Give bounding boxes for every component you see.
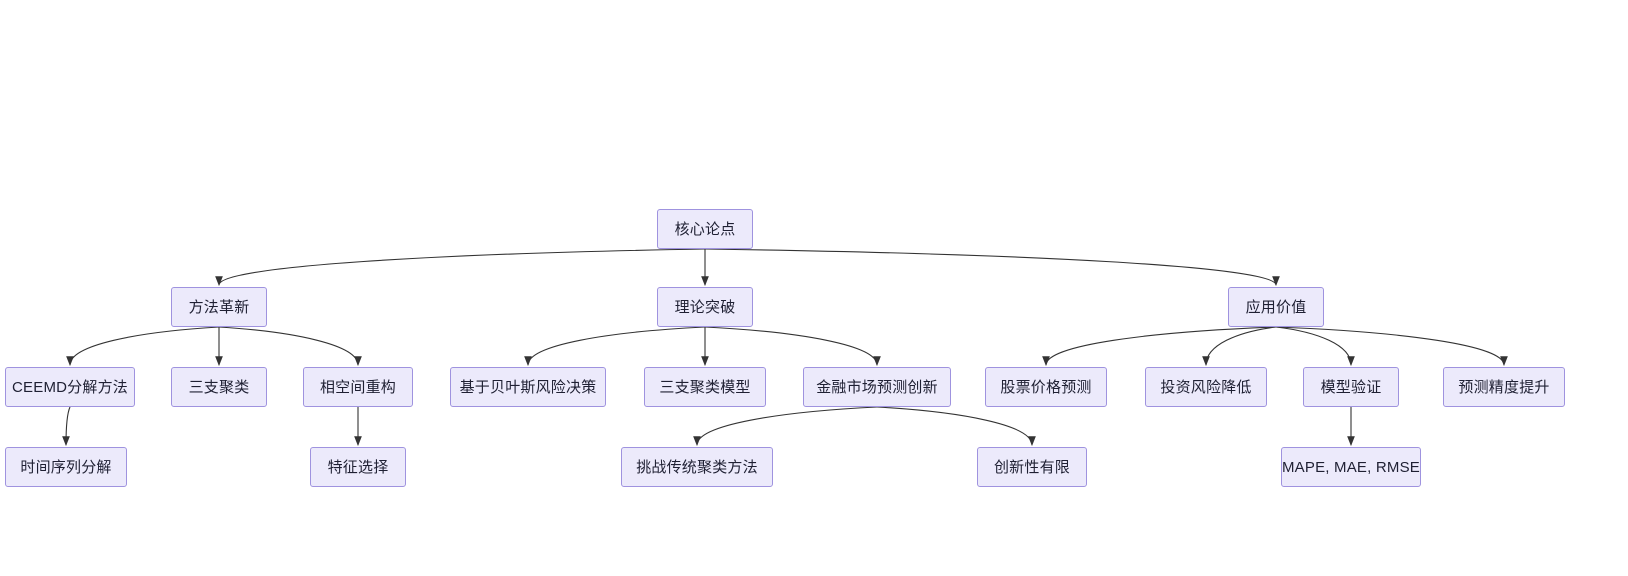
node-label: 股票价格预测 — [1000, 378, 1092, 396]
node-l2f[interactable]: 金融市场预测创新 — [803, 367, 951, 407]
node-l3a[interactable]: 时间序列分解 — [5, 447, 127, 487]
edge-l1a-to-l2c — [218, 326, 362, 367]
node-l1b[interactable]: 理论突破 — [657, 287, 753, 327]
node-label: 金融市场预测创新 — [816, 378, 938, 396]
node-l2g[interactable]: 股票价格预测 — [985, 367, 1107, 407]
node-label: 投资风险降低 — [1160, 378, 1252, 396]
node-label: 理论突破 — [674, 298, 736, 316]
edge-l2f-to-l3c — [693, 406, 878, 447]
node-label: 三支聚类模型 — [659, 378, 751, 396]
node-label: 模型验证 — [1320, 378, 1382, 396]
node-l3b[interactable]: 特征选择 — [310, 447, 406, 487]
node-l2e[interactable]: 三支聚类模型 — [644, 367, 766, 407]
edge-l1c-to-l2g — [1042, 326, 1277, 367]
node-label: CEEMD分解方法 — [12, 378, 128, 396]
node-label: 相空间重构 — [319, 378, 396, 396]
node-label: 应用价值 — [1245, 298, 1307, 316]
node-l2i[interactable]: 模型验证 — [1303, 367, 1399, 407]
node-label: 三支聚类 — [188, 378, 250, 396]
node-l1c[interactable]: 应用价值 — [1228, 287, 1324, 327]
node-l2h[interactable]: 投资风险降低 — [1145, 367, 1267, 407]
edge-root-to-l1c — [704, 248, 1280, 287]
node-l2b[interactable]: 三支聚类 — [171, 367, 267, 407]
node-label: 创新性有限 — [993, 458, 1070, 476]
node-l2j[interactable]: 预测精度提升 — [1443, 367, 1565, 407]
node-root[interactable]: 核心论点 — [657, 209, 753, 249]
node-label: 挑战传统聚类方法 — [636, 458, 758, 476]
edge-l1c-to-l2i — [1275, 326, 1355, 367]
node-l2c[interactable]: 相空间重构 — [303, 367, 413, 407]
node-l2a[interactable]: CEEMD分解方法 — [5, 367, 135, 407]
edge-l1b-to-l2d — [524, 326, 706, 367]
node-label: 时间序列分解 — [20, 458, 112, 476]
node-label: 预测精度提升 — [1458, 378, 1550, 396]
edge-l1b-to-l2f — [704, 326, 881, 367]
node-l3c[interactable]: 挑战传统聚类方法 — [621, 447, 773, 487]
node-label: 特征选择 — [327, 458, 389, 476]
node-l3e[interactable]: MAPE, MAE, RMSE — [1281, 447, 1421, 487]
edge-l1c-to-l2j — [1275, 326, 1508, 367]
node-label: 基于贝叶斯风险决策 — [459, 378, 597, 396]
node-l1a[interactable]: 方法革新 — [171, 287, 267, 327]
node-label: MAPE, MAE, RMSE — [1281, 458, 1421, 476]
node-label: 核心论点 — [674, 220, 736, 238]
edge-l1a-to-l2a — [66, 326, 220, 367]
edge-root-to-l1a — [215, 248, 706, 287]
edge-l2a-to-l3a — [62, 406, 71, 447]
node-l3d[interactable]: 创新性有限 — [977, 447, 1087, 487]
node-l2d[interactable]: 基于贝叶斯风险决策 — [450, 367, 606, 407]
edge-l1c-to-l2h — [1202, 326, 1277, 367]
node-label: 方法革新 — [188, 298, 250, 316]
edge-l2f-to-l3d — [876, 406, 1036, 447]
